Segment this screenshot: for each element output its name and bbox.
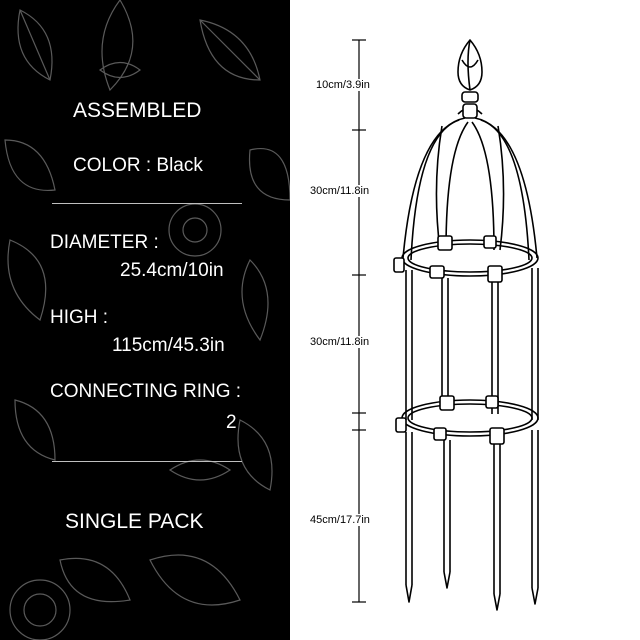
high-value: 115cm/45.3in: [112, 335, 225, 356]
dimension-label-top: 10cm/3.9in: [316, 79, 370, 91]
diameter-value: 25.4cm/10in: [120, 260, 224, 281]
spec-panel: ASSEMBLED COLOR : Black DIAMETER : 25.4c…: [0, 0, 290, 640]
leaf-pattern-background-icon: [4, 0, 290, 640]
obelisk-trellis-drawing-icon: [393, 39, 539, 611]
high-label: HIGH :: [50, 307, 109, 328]
dimension-label-upper: 30cm/11.8in: [310, 185, 370, 197]
trellis-diagram: 10cm/3.9in 30cm/11.8in 30cm/11.8in 45cm/…: [290, 0, 640, 640]
assembled-title: ASSEMBLED: [73, 99, 202, 122]
divider-bottom: [52, 461, 242, 462]
connecting-ring-value: 2: [226, 412, 237, 433]
divider-top: [52, 203, 242, 204]
diameter-label: DIAMETER :: [50, 232, 159, 253]
connecting-ring-label: CONNECTING RING :: [50, 381, 242, 402]
color-spec: COLOR : Black: [73, 155, 203, 176]
dimension-line: [352, 39, 366, 603]
dimension-label-bottom: 45cm/17.7in: [310, 514, 370, 526]
dimension-label-middle: 30cm/11.8in: [310, 336, 370, 348]
single-pack-title: SINGLE PACK: [65, 510, 204, 533]
